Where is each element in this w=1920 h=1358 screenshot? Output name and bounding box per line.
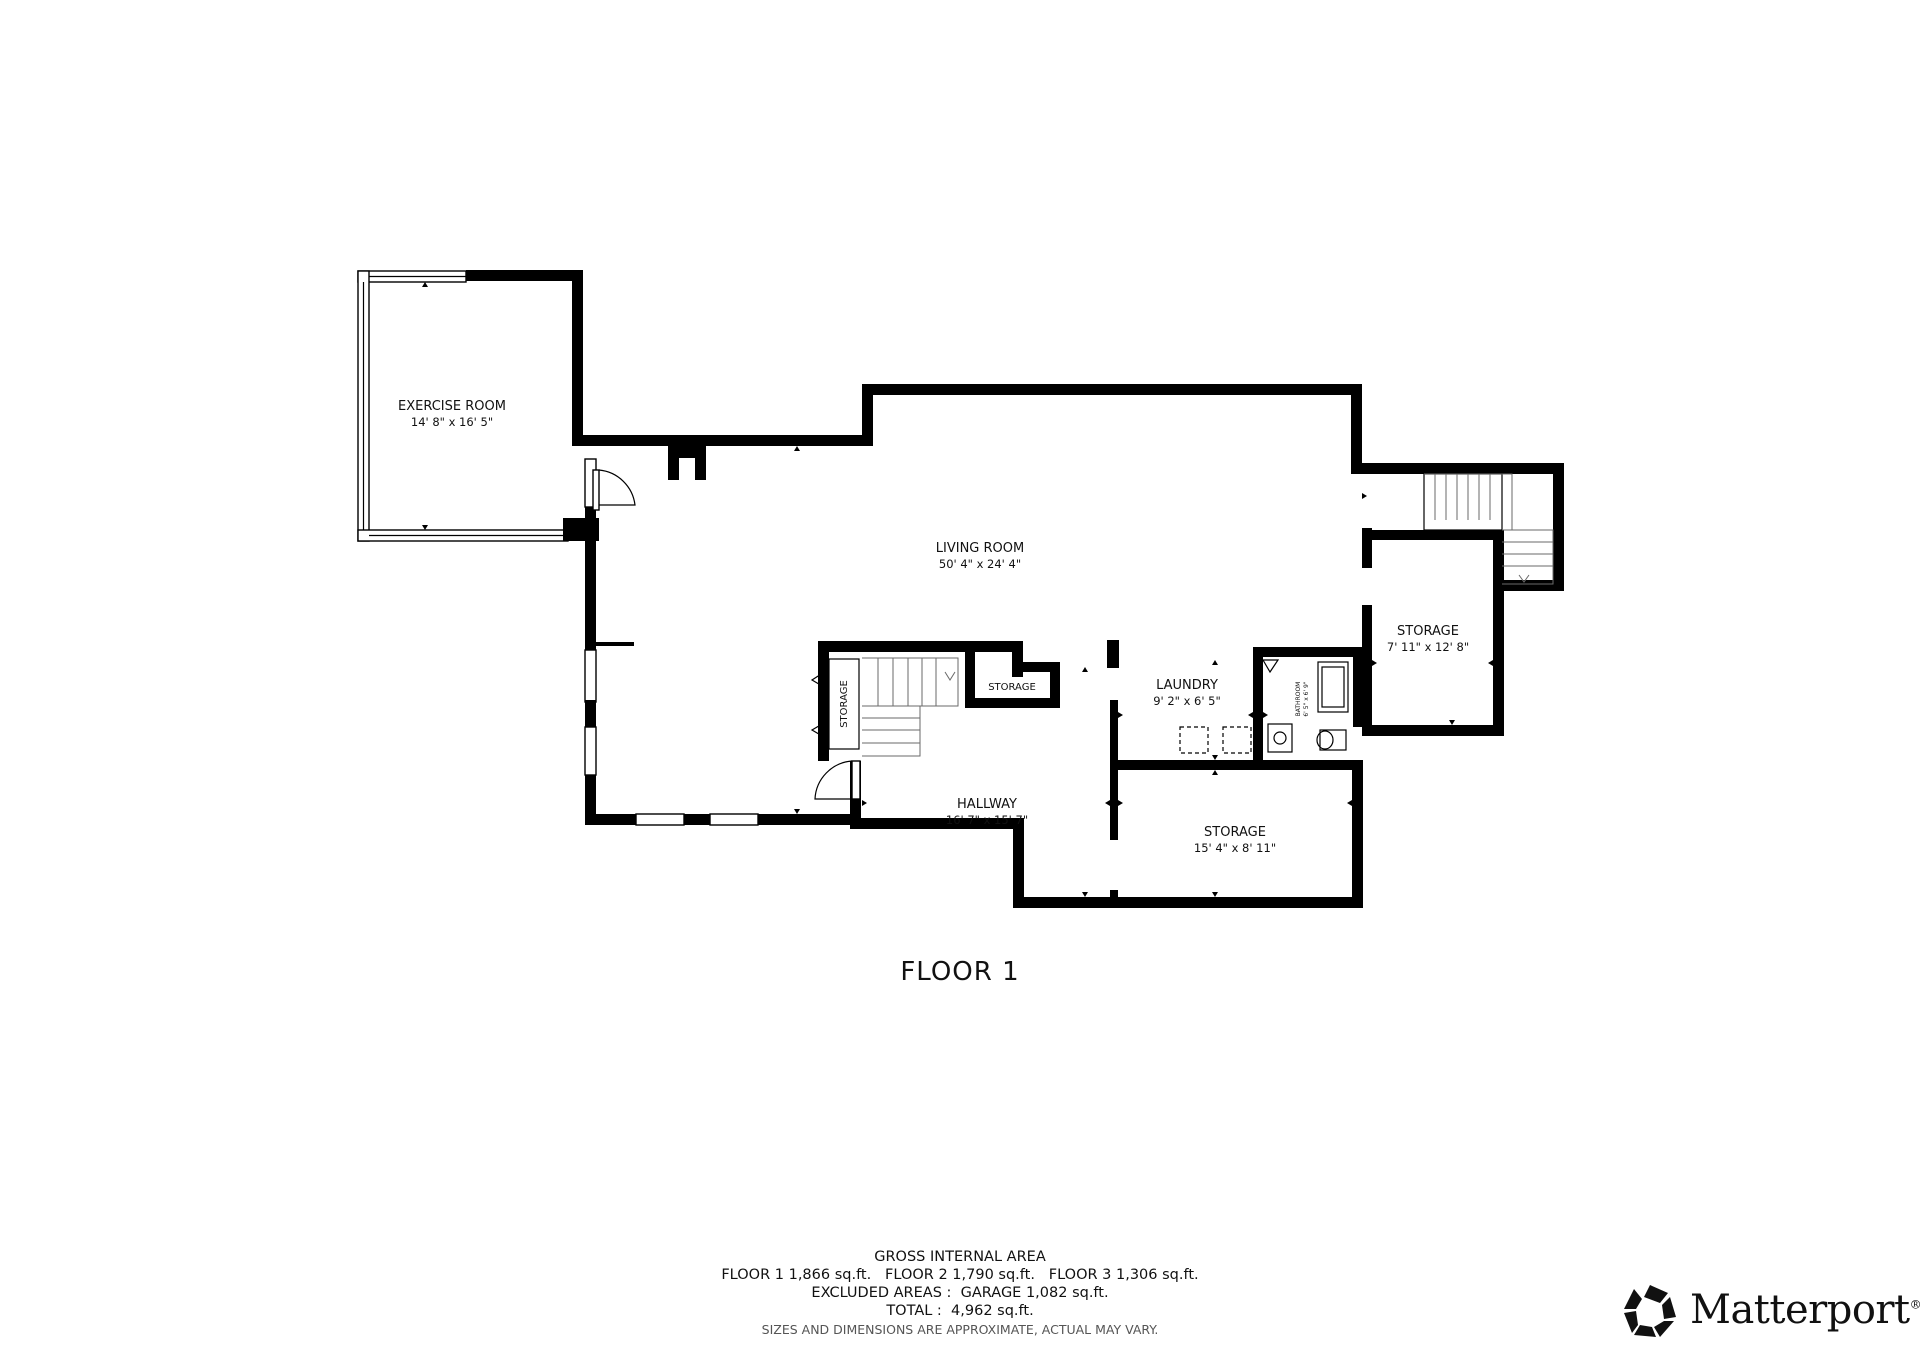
central-stairs (862, 657, 959, 757)
bathroom-fixtures (1261, 659, 1349, 753)
storage-east-name: STORAGE (1397, 624, 1459, 639)
bathroom-dims: 6' 5" x 6' 9" (1303, 681, 1310, 717)
area-summary: GROSS INTERNAL AREA FLOOR 1 1,866 sq.ft.… (560, 1248, 1360, 1339)
bathroom-name: BATHROOM (1295, 682, 1302, 717)
storage-south-dims: 15' 4" x 8' 11" (1194, 841, 1276, 855)
washer (1179, 726, 1209, 754)
matterport-logo: Matterport® (1620, 1281, 1920, 1341)
living-room-name: LIVING ROOM (936, 541, 1024, 556)
hallway-name: HALLWAY (957, 797, 1017, 812)
laundry-name: LAUNDRY (1156, 678, 1218, 693)
storage-east-dims: 7' 11" x 12' 8" (1387, 640, 1469, 654)
area-disclaimer: SIZES AND DIMENSIONS ARE APPROXIMATE, AC… (761, 1322, 1159, 1337)
door-hallway (814, 760, 861, 800)
ne-stairs (1424, 473, 1554, 585)
living-room-dims: 50' 4" x 24' 4" (939, 557, 1021, 571)
dryer (1222, 726, 1252, 754)
floor-title: FLOOR 1 (900, 957, 1019, 987)
closet-storage (810, 658, 860, 750)
laundry-dims: 9' 2" x 6' 5" (1153, 694, 1221, 708)
area-excluded-line: EXCLUDED AREAS : GARAGE 1,082 sq.ft. (811, 1285, 1109, 1301)
exercise-room-dims: 14' 8" x 16' 5" (411, 415, 493, 429)
exercise-room-name: EXERCISE ROOM (398, 399, 506, 414)
area-total-line: TOTAL : 4,962 sq.ft. (886, 1303, 1034, 1319)
hallway-dims: 16' 7" x 15' 7" (946, 813, 1028, 827)
living-room-walls (572, 384, 1564, 826)
opening-markers (422, 282, 1493, 897)
door-exercise (592, 469, 636, 511)
storage-south-name: STORAGE (1204, 825, 1266, 840)
storage-closet-name: STORAGE (839, 680, 850, 728)
storage-small-name: STORAGE (988, 682, 1036, 693)
matterport-wordmark: Matterport® (1690, 1287, 1920, 1333)
area-heading: GROSS INTERNAL AREA (874, 1249, 1046, 1265)
hallway-walls (818, 640, 1363, 908)
matterport-mark-icon (1624, 1285, 1676, 1337)
area-floors-line: FLOOR 1 1,866 sq.ft. FLOOR 2 1,790 sq.ft… (721, 1267, 1199, 1283)
